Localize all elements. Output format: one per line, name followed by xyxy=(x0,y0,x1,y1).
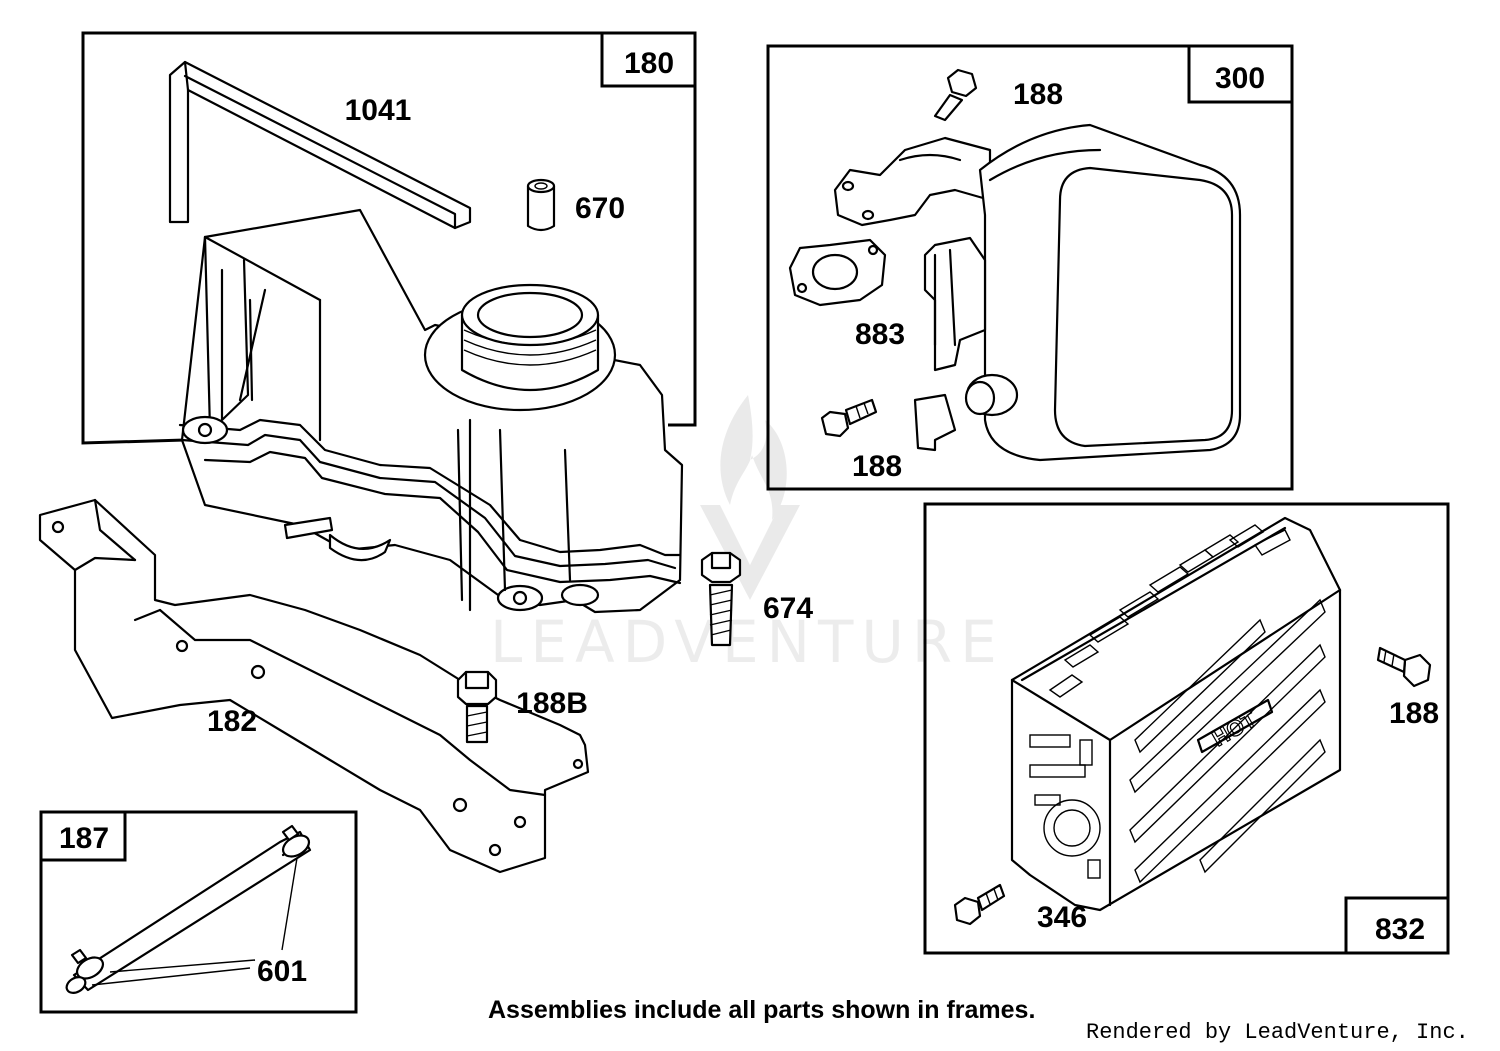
part-label-188-top: 188 xyxy=(1013,78,1063,111)
frame-300: 300 xyxy=(766,44,1294,491)
assembly-note: Assemblies include all parts shown in fr… xyxy=(488,996,1035,1024)
part-346-screw xyxy=(953,883,1006,926)
frame-label-300: 300 xyxy=(1215,62,1265,95)
part-label-674: 674 xyxy=(763,592,813,625)
part-label-188B: 188B xyxy=(516,687,588,720)
render-credit: Rendered by LeadVenture, Inc. xyxy=(1086,1020,1469,1045)
part-601-fuel-line xyxy=(65,824,312,994)
part-label-883: 883 xyxy=(855,318,905,351)
part-188-bolt-left xyxy=(820,398,878,438)
part-label-188-left: 188 xyxy=(852,450,902,483)
frame-180: 180 xyxy=(81,31,697,445)
frame-187: 187 xyxy=(39,810,358,1014)
part-182-bracket xyxy=(38,498,590,874)
part-188-bolt-right xyxy=(1376,646,1432,688)
fuel-tank xyxy=(178,208,684,614)
frame-832: 832 xyxy=(923,502,1450,955)
part-188B-bolt xyxy=(456,670,498,744)
part-label-1041: 1041 xyxy=(345,94,412,127)
part-1041-rod xyxy=(168,60,472,230)
part-883-gasket xyxy=(788,238,887,307)
part-label-188-right: 188 xyxy=(1389,697,1439,730)
watermark: LEADVENTURE xyxy=(490,395,1005,676)
part-label-601: 601 xyxy=(257,955,307,988)
watermark-text: LEADVENTURE xyxy=(490,608,1005,676)
part-674-bolt xyxy=(700,551,742,647)
part-670-sleeve xyxy=(526,178,556,232)
part-label-346: 346 xyxy=(1037,901,1087,934)
part-label-670: 670 xyxy=(575,192,625,225)
frame-label-180: 180 xyxy=(624,47,674,80)
muffler-guard: HOT xyxy=(1010,516,1342,912)
part-label-182: 182 xyxy=(207,705,257,738)
frame-label-832: 832 xyxy=(1375,913,1425,946)
muffler xyxy=(913,123,1242,462)
exhaust-pipe xyxy=(833,136,992,227)
frame-label-187: 187 xyxy=(59,822,109,855)
part-188-bolt-top xyxy=(933,68,978,122)
